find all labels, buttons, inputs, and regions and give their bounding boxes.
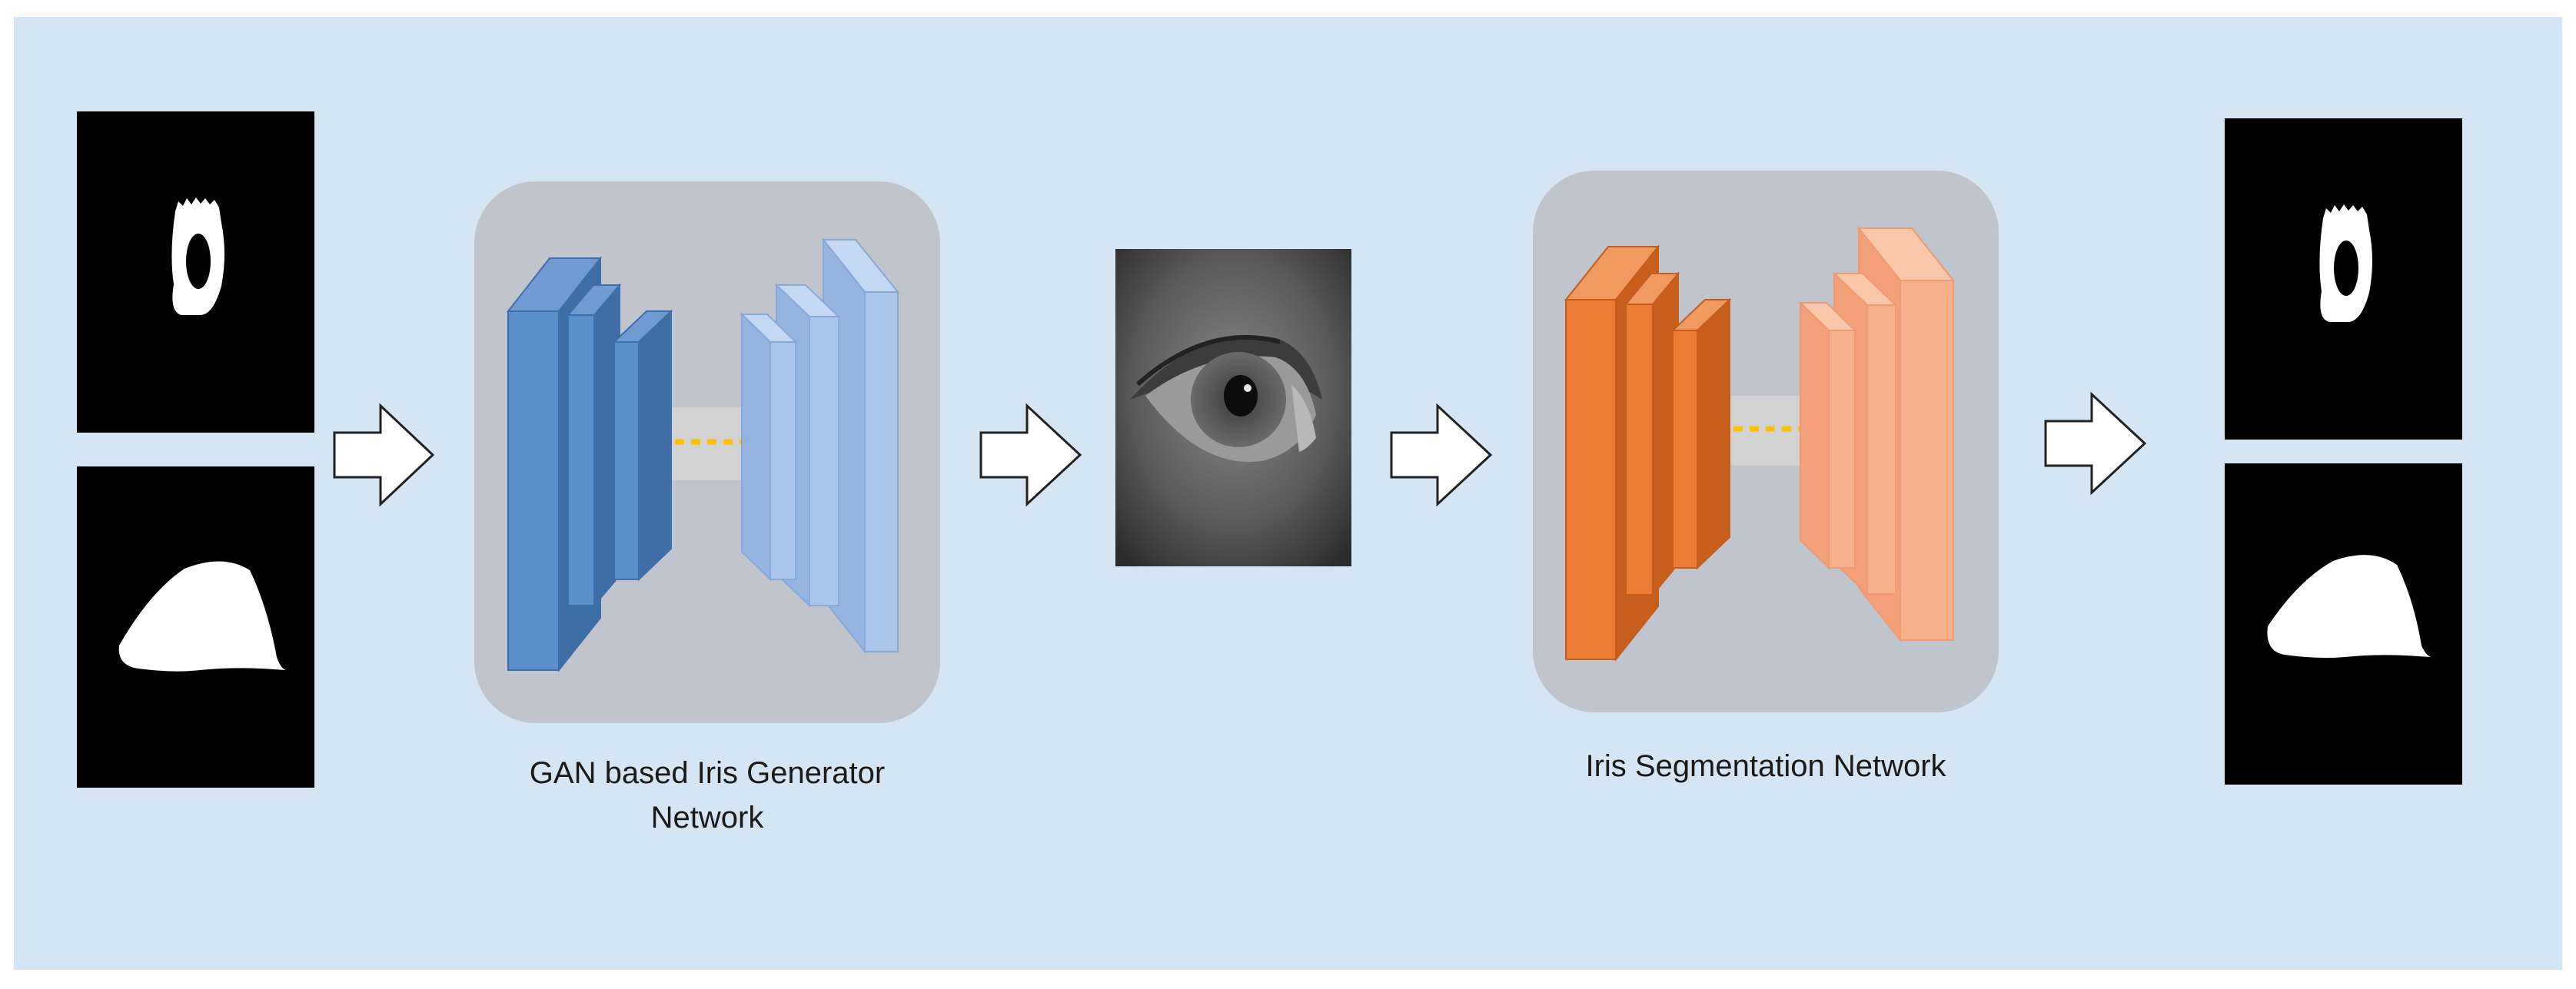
generator-network-label: GAN based Iris Generator Network	[474, 751, 940, 840]
generator-label-line2: Network	[650, 801, 764, 835]
encoder-block-3	[612, 309, 673, 582]
output-iris-mask	[2225, 118, 2462, 440]
input-eye-mask	[77, 466, 314, 788]
generator-label-line1: GAN based Iris Generator	[529, 756, 886, 790]
input-iris-mask	[77, 111, 314, 433]
encoder-block-2	[566, 283, 622, 608]
bottleneck-link	[1730, 396, 1805, 466]
decoder-block-3	[1798, 300, 1857, 570]
flow-arrow-2	[979, 403, 1082, 507]
decoder-block-3	[740, 312, 798, 582]
encoder-block-3	[1670, 297, 1732, 570]
segmentation-network	[1533, 171, 1999, 712]
eye-photo-icon	[1130, 335, 1322, 462]
flow-arrow-3	[1390, 403, 1493, 507]
iris-ring-mask-icon	[2319, 204, 2372, 322]
eye-region-mask-icon	[118, 561, 286, 672]
segmentation-network-label: Iris Segmentation Network	[1585, 749, 1946, 783]
synthetic-eye-image	[1115, 249, 1351, 566]
bottleneck-link	[671, 407, 748, 480]
iris-ring-mask-icon	[171, 197, 224, 315]
eye-region-mask-icon	[2267, 555, 2431, 658]
flow-arrow-4	[2044, 391, 2147, 496]
generator-network	[474, 181, 940, 723]
flow-arrow-1	[333, 403, 435, 507]
output-eye-mask	[2225, 463, 2462, 785]
encoder-block-2	[1624, 271, 1680, 597]
